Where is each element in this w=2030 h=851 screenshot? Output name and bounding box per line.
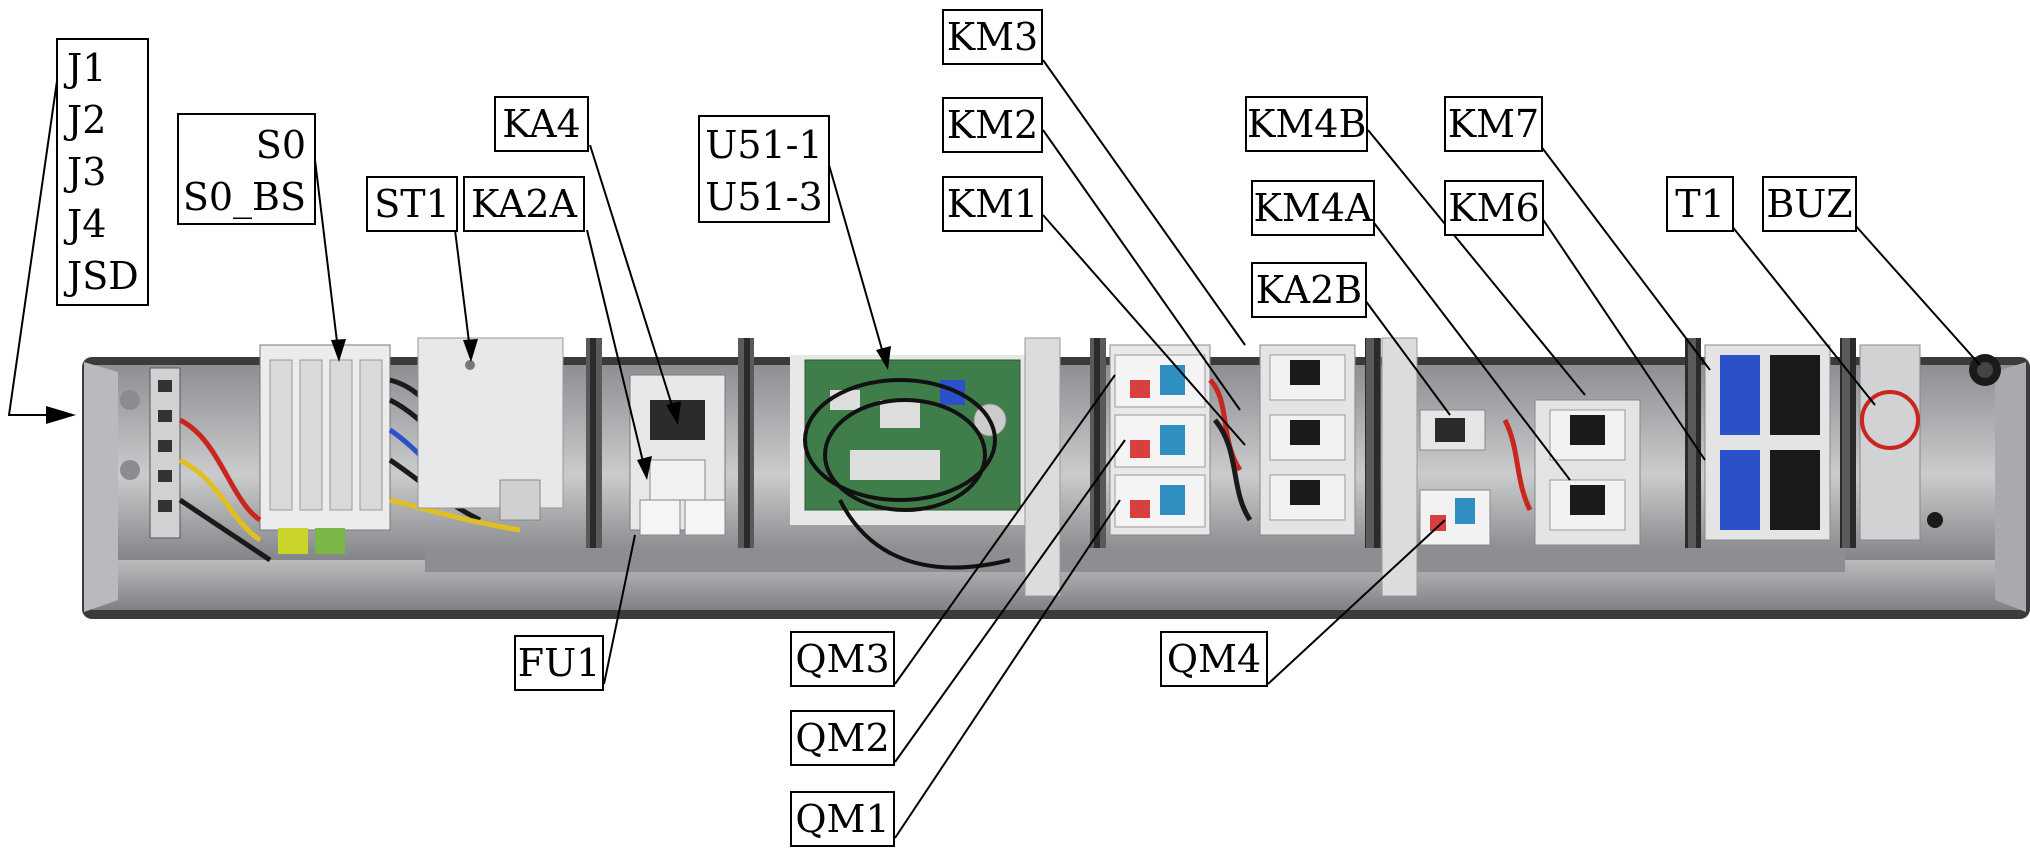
arrow-u51 <box>876 346 891 370</box>
label-km7-text: KM7 <box>1447 102 1540 146</box>
enclosure-left-wall <box>84 362 118 612</box>
label-fu1: FU1 <box>514 635 604 691</box>
contactors-km6-km7 <box>1704 344 1831 541</box>
devices-ka2b-qm4 <box>1419 409 1491 546</box>
label-ka4-text: KA4 <box>502 102 581 146</box>
label-st1: ST1 <box>366 176 458 232</box>
enclosure-outer <box>82 357 2030 619</box>
pcb-u51 <box>790 355 1030 570</box>
plate-st1 <box>417 337 564 521</box>
label-j1: J1 <box>67 46 107 90</box>
leader-ka2b <box>1364 299 1451 416</box>
label-j4: J4 <box>67 202 107 246</box>
arrow-j <box>46 406 76 424</box>
relays-ka2a-ka4 <box>629 374 726 536</box>
label-t1: T1 <box>1666 176 1734 232</box>
leader-t1 <box>1730 224 1876 406</box>
label-km1: KM1 <box>942 176 1043 232</box>
label-qm4: QM4 <box>1160 631 1268 687</box>
label-ka2a: KA2A <box>463 176 585 232</box>
label-km1-text: KM1 <box>946 182 1039 226</box>
label-ka2b: KA2B <box>1251 262 1367 318</box>
label-ka2b-text: KA2B <box>1255 268 1363 312</box>
label-ka2a-text: KA2A <box>471 182 577 226</box>
contactors-km4 <box>1502 399 1641 546</box>
arrowheads <box>46 339 891 480</box>
leader-km4b <box>1367 129 1586 396</box>
terminal-block-s0 <box>259 344 391 554</box>
label-t1-text: T1 <box>1675 182 1725 226</box>
leader-qm1 <box>894 499 1121 839</box>
label-jsd: JSD <box>67 254 139 298</box>
label-qm4-text: QM4 <box>1166 637 1262 681</box>
leader-km1 <box>1042 214 1246 446</box>
label-qm1-text: QM1 <box>795 797 890 841</box>
leader-km3 <box>1042 59 1246 346</box>
leader-buz <box>1854 224 1981 366</box>
label-u51-3: U51-3 <box>705 175 823 219</box>
leader-qm4 <box>1267 519 1446 685</box>
leader-fu1 <box>603 534 636 685</box>
label-km2-text: KM2 <box>946 103 1039 147</box>
enclosure-right-wall <box>1995 362 2026 612</box>
leader-u51 <box>828 164 886 361</box>
label-s0-line1: S0 <box>255 123 306 167</box>
leader-qm3 <box>894 374 1116 685</box>
label-fu1-text: FU1 <box>517 641 601 685</box>
cable-ducts <box>586 338 1856 548</box>
breakers-qm1-qm3 <box>1109 344 1211 536</box>
arrow-s0 <box>331 339 346 362</box>
label-km6: KM6 <box>1444 180 1544 236</box>
wiring-left <box>178 377 521 563</box>
label-km3: KM3 <box>942 9 1043 65</box>
leader-km2 <box>1042 129 1241 411</box>
label-km2: KM2 <box>942 97 1043 153</box>
enclosure-back <box>92 365 2022 585</box>
leader-s0 <box>314 159 339 351</box>
arrow-ka2a <box>637 456 652 480</box>
arrow-ka4 <box>666 401 681 425</box>
label-buz: BUZ <box>1762 176 1857 232</box>
leader-ka2a <box>586 229 646 471</box>
label-km3-text: KM3 <box>946 15 1039 59</box>
label-u51-1: U51-1 <box>705 123 823 167</box>
label-km4b-text: KM4B <box>1247 102 1367 146</box>
contactors-km1-km3 <box>1208 344 1356 536</box>
enclosure <box>82 357 2030 619</box>
label-buz-text: BUZ <box>1766 182 1853 226</box>
leader-ka4 <box>589 144 676 416</box>
separators <box>1024 337 1418 597</box>
leader-st1 <box>454 229 471 351</box>
label-qm1: QM1 <box>790 791 895 847</box>
enclosure-floor <box>92 560 2022 610</box>
leader-qm2 <box>894 439 1126 763</box>
label-km4a: KM4A <box>1251 180 1375 236</box>
connector-strip-j <box>120 367 181 539</box>
label-st1-text: ST1 <box>374 182 450 226</box>
transformer-t1-buzzer <box>1859 344 2001 541</box>
label-ka4: KA4 <box>494 96 589 152</box>
label-qm3: QM3 <box>790 631 895 687</box>
label-km7: KM7 <box>1444 96 1543 152</box>
label-j-connectors: J1 J2 J3 J4 JSD <box>56 38 149 306</box>
label-qm3-text: QM3 <box>795 637 890 681</box>
label-qm2-text: QM2 <box>795 716 890 760</box>
leader-km6 <box>1539 214 1706 461</box>
leader-km4a <box>1367 214 1571 481</box>
label-j3: J3 <box>67 150 107 194</box>
label-s0-bs: S0_BS <box>182 175 306 219</box>
label-j2: J2 <box>67 98 107 142</box>
label-qm2: QM2 <box>790 710 895 766</box>
label-km4b: KM4B <box>1245 96 1368 152</box>
label-km4a-text: KM4A <box>1253 186 1373 230</box>
label-u51: U51-1 U51-3 <box>698 115 830 223</box>
arrow-st1 <box>463 339 478 362</box>
cable-duct-base <box>425 548 1845 572</box>
label-km6-text: KM6 <box>1448 186 1540 230</box>
label-s0: S0 S0_BS <box>177 113 316 225</box>
